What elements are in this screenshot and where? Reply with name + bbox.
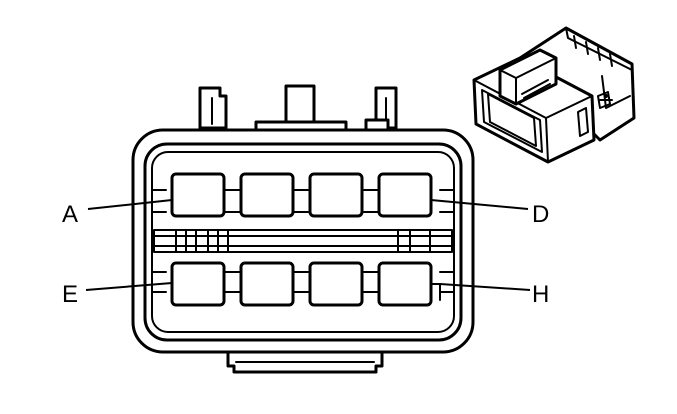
- cavity-a: [170, 172, 226, 218]
- label-h: H: [532, 281, 549, 308]
- cavity-c: [308, 172, 364, 218]
- inner-shell: [143, 142, 463, 342]
- cavity-b: [239, 172, 295, 218]
- cavity-f: [239, 261, 295, 307]
- cavity-e: [170, 261, 226, 307]
- cavity-h: [377, 261, 433, 307]
- leader-e: [85, 282, 173, 291]
- label-d: D: [532, 201, 549, 228]
- pin-labels: A D E H: [62, 201, 549, 308]
- connector-housing: [131, 84, 475, 374]
- label-a: A: [62, 201, 78, 228]
- leader-lines: [85, 199, 531, 291]
- leader-h: [439, 283, 531, 291]
- cavity-d: [377, 172, 433, 218]
- leader-a: [87, 199, 173, 210]
- cavity-g: [308, 261, 364, 307]
- leader-d: [430, 199, 529, 210]
- center-lock-tab: [284, 84, 316, 124]
- label-e: E: [62, 281, 78, 308]
- outer-shell: [131, 128, 475, 354]
- center-separator: [153, 229, 453, 253]
- terminal-cavities: [170, 172, 441, 307]
- connector-isometric-view: [472, 26, 636, 164]
